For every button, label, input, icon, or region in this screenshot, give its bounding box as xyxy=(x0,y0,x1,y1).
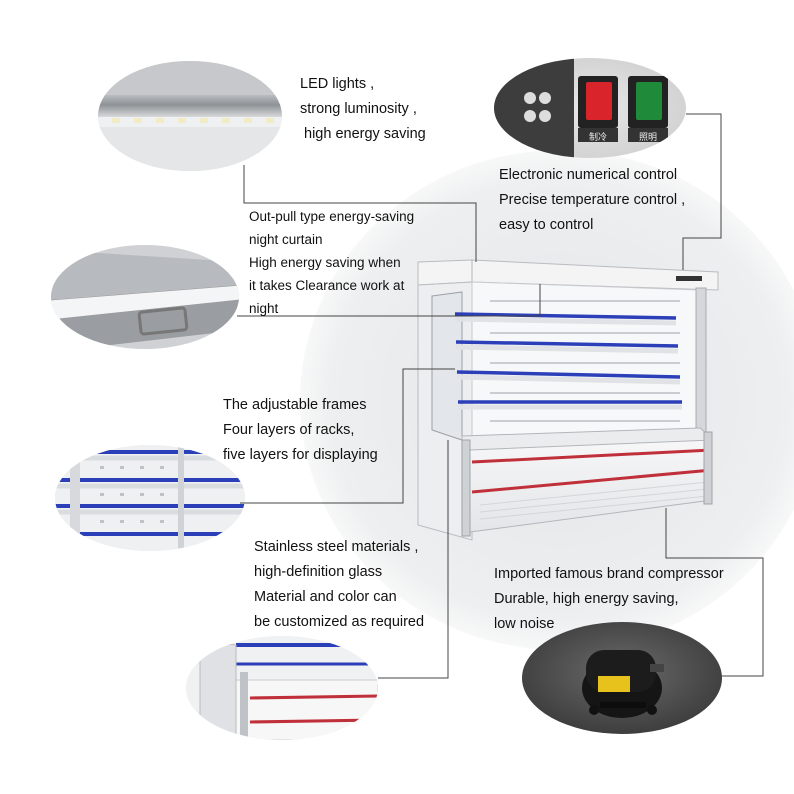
led-callout: LED lights , strong luminosity , high en… xyxy=(300,72,426,147)
control-callout: Electronic numerical control Precise tem… xyxy=(499,163,685,238)
compressor-label-icon xyxy=(598,676,630,692)
steel-line-4: be customized as required xyxy=(254,614,425,630)
steel-line-1: Stainless steel materials , xyxy=(254,539,419,555)
curtain-callout: Out-pull type energy-saving night curtai… xyxy=(249,205,414,320)
cabinet-shelves xyxy=(454,312,682,404)
curtain-line-3: High energy saving when xyxy=(249,255,401,270)
lighting-switch xyxy=(636,82,662,120)
compressor-closeup xyxy=(522,622,722,734)
control-line-3: easy to control xyxy=(499,217,594,233)
compressor-line-1: Imported famous brand compressor xyxy=(494,566,724,582)
curtain-line-5: night xyxy=(249,301,279,316)
control-panel-closeup xyxy=(494,58,686,158)
curtain-line-1: Out-pull type energy-saving xyxy=(249,209,415,224)
frames-line-3: five layers for displaying xyxy=(223,447,378,463)
led-lights-closeup xyxy=(98,61,282,171)
stainless-steel-closeup xyxy=(186,636,378,740)
leader-lines xyxy=(237,113,764,679)
control-line-1: Electronic numerical control xyxy=(499,167,678,183)
night-curtain-closeup xyxy=(51,245,239,349)
curtain-line-4: it takes Clearance work at xyxy=(249,278,405,293)
compressor-line-2: Durable, high energy saving, xyxy=(494,591,679,607)
cooling-switch-label: 制冷 xyxy=(588,133,607,143)
adjustable-racks-closeup xyxy=(55,445,245,551)
curtain-line-2: night curtain xyxy=(249,232,323,247)
frames-line-2: Four layers of racks, xyxy=(223,422,355,438)
steel-line-2: high-definition glass xyxy=(254,564,383,580)
control-line-2: Precise temperature control , xyxy=(499,192,686,208)
led-line-2: strong luminosity , xyxy=(300,101,417,117)
steel-line-3: Material and color can xyxy=(254,589,397,605)
compressor-callout: Imported famous brand compressor Durable… xyxy=(494,562,724,637)
lighting-switch-label: 照明 xyxy=(638,133,657,143)
led-line-3: high energy saving xyxy=(304,126,426,142)
compressor-line-3: low noise xyxy=(494,616,555,632)
led-line-1: LED lights , xyxy=(300,76,375,92)
frames-line-1: The adjustable frames xyxy=(223,397,367,413)
cooling-switch xyxy=(586,82,612,120)
display-cabinet xyxy=(417,259,719,541)
cabinet-display-panel xyxy=(676,276,702,281)
steel-callout: Stainless steel materials , high-definit… xyxy=(254,535,424,635)
frames-callout: The adjustable frames Four layers of rac… xyxy=(223,393,378,468)
